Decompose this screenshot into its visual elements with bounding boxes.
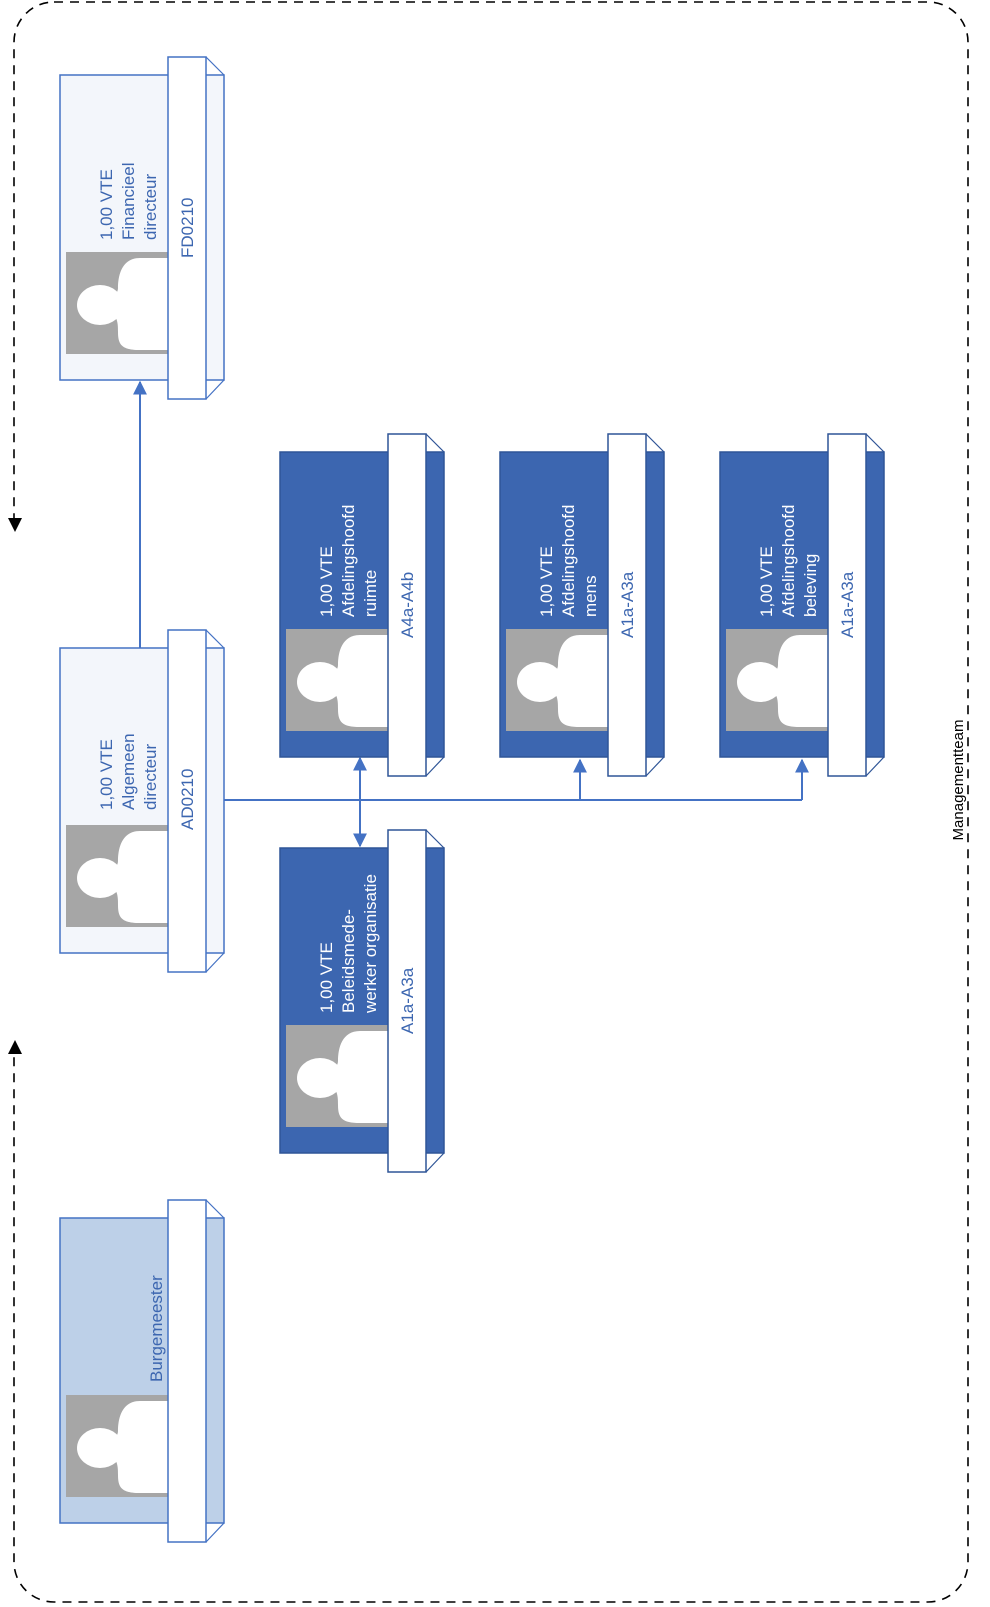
frame-arrow-down <box>8 518 22 532</box>
title-text: Burgemeester <box>147 1275 166 1382</box>
title-line1: Afdelingshoofd <box>779 505 798 617</box>
node-financieel-directeur: 1,00 VTE Financieel directeur FD0210 <box>59 56 225 400</box>
person-silhouette-icon <box>320 635 388 727</box>
fte-text: 1,00 VTE <box>97 169 116 240</box>
node-burgemeester: Burgemeester <box>59 1199 225 1543</box>
person-head-icon <box>77 285 123 325</box>
code-tab <box>387 433 427 777</box>
title-line1: Afdelingshoofd <box>339 505 358 617</box>
code-text: A4a-A4b <box>398 572 417 638</box>
title-line2: mens <box>581 575 600 617</box>
code-text: A1a-A3a <box>398 967 417 1034</box>
fte-text: 1,00 VTE <box>317 942 336 1013</box>
frame-label: Managementteam <box>950 720 967 841</box>
title-line2: beleving <box>801 554 820 617</box>
node-algemeen-directeur: 1,00 VTE Algemeen directeur AD0210 <box>59 629 225 973</box>
code-text: FD0210 <box>178 198 197 258</box>
fte-text: 1,00 VTE <box>537 546 556 617</box>
title-line2: werker organisatie <box>361 874 380 1014</box>
node-afdelingshoofd-mens: 1,00 VTE Afdelingshoofd mens A1a-A3a <box>499 433 665 777</box>
node-afdelingshoofd-beleving: 1,00 VTE Afdelingshoofd beleving A1a-A3a <box>719 433 885 777</box>
frame-arrow-up <box>8 1040 22 1054</box>
fte-text: 1,00 VTE <box>317 546 336 617</box>
fte-text: 1,00 VTE <box>97 739 116 810</box>
title-line2: directeur <box>141 174 160 240</box>
frame-gap <box>4 525 26 1045</box>
person-silhouette-icon <box>100 831 168 923</box>
fte-text: 1,00 VTE <box>757 546 776 617</box>
title-line1: Algemeen <box>119 733 138 810</box>
person-silhouette-icon <box>100 258 168 350</box>
person-head-icon <box>517 662 563 702</box>
code-tab <box>167 1199 207 1543</box>
person-head-icon <box>77 858 123 898</box>
title-line2: directeur <box>141 744 160 810</box>
title-line1: Afdelingshoofd <box>559 505 578 617</box>
code-text: AD0210 <box>178 769 197 830</box>
person-head-icon <box>77 1428 123 1468</box>
code-text: A1a-A3a <box>838 571 857 638</box>
person-silhouette-icon <box>320 1031 388 1123</box>
code-tab <box>607 433 647 777</box>
node-afdelingshoofd-ruimte: 1,00 VTE Afdelingshoofd ruimte A4a-A4b <box>279 433 445 777</box>
person-silhouette-icon <box>760 635 828 727</box>
person-head-icon <box>297 1058 343 1098</box>
title-line2: ruimte <box>361 570 380 617</box>
title-line1: Financieel <box>119 163 138 241</box>
code-tab <box>167 56 207 400</box>
title-line1: Beleidsmede- <box>339 909 358 1013</box>
code-tab <box>827 433 867 777</box>
code-tab <box>167 629 207 973</box>
code-tab <box>387 829 427 1173</box>
person-head-icon <box>737 662 783 702</box>
code-text: A1a-A3a <box>618 571 637 638</box>
person-silhouette-icon <box>100 1401 168 1493</box>
node-beleidsmedewerker-organisatie: 1,00 VTE Beleidsmede- werker organisatie… <box>279 829 445 1173</box>
person-silhouette-icon <box>540 635 608 727</box>
connectors <box>133 380 809 848</box>
person-head-icon <box>297 662 343 702</box>
